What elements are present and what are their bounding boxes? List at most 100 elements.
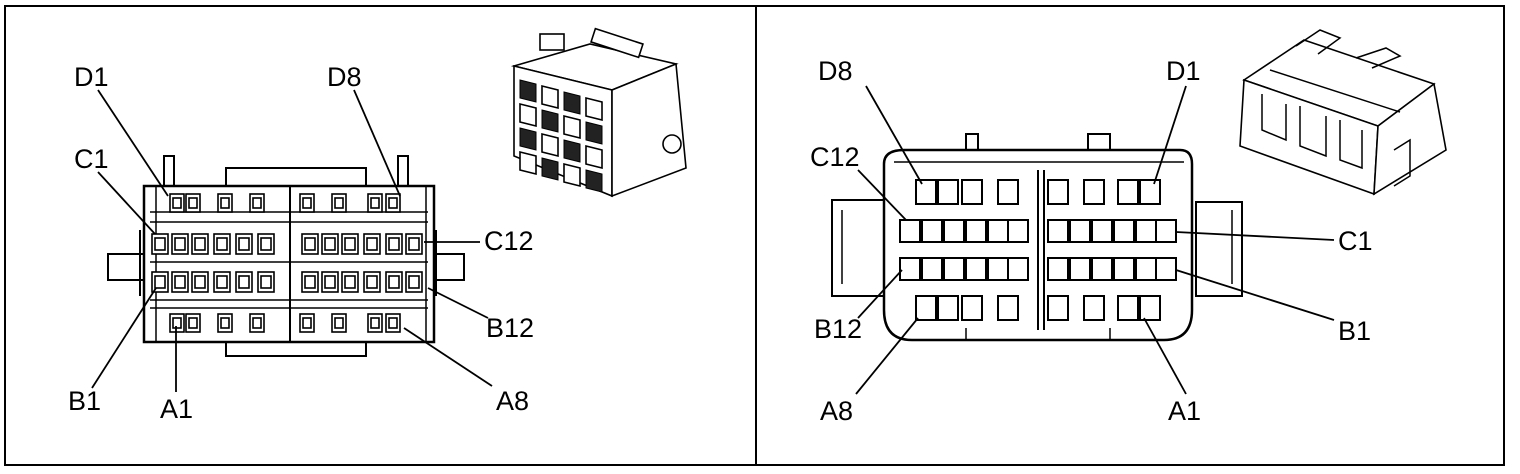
cavity	[915, 179, 937, 205]
cavity-inner	[370, 197, 380, 209]
label-d1: D1	[1166, 56, 1201, 86]
cavity-inner	[154, 275, 166, 289]
cavity-inner	[260, 237, 272, 251]
cavity	[1155, 257, 1177, 281]
cavity-inner	[174, 237, 186, 251]
cavity-inner	[302, 197, 312, 209]
label-a1: A1	[1168, 396, 1201, 426]
cavity-inner	[174, 275, 186, 289]
cavity-inner	[388, 275, 400, 289]
cavity-inner	[154, 237, 166, 251]
right-connector-face	[831, 133, 1243, 342]
label-d8: D8	[327, 62, 362, 92]
cavity	[943, 257, 965, 281]
cavity	[1083, 179, 1105, 205]
cavity-inner	[216, 237, 228, 251]
cavity-inner	[334, 197, 344, 209]
cavity-inner	[194, 237, 206, 251]
cavity-inner	[344, 237, 356, 251]
cavity	[965, 219, 987, 243]
cavity	[961, 179, 983, 205]
label-c12: C12	[484, 226, 534, 256]
cavity-inner	[408, 237, 420, 251]
leader-d8	[865, 85, 923, 185]
leader-b12	[427, 287, 489, 319]
cavity	[987, 219, 1009, 243]
cavity	[1091, 257, 1113, 281]
cavity	[1113, 219, 1135, 243]
iso-cavity	[519, 150, 537, 176]
label-b1: B1	[1338, 316, 1371, 346]
cavity	[1139, 179, 1161, 205]
top-latch	[225, 167, 367, 187]
cavity-inner	[238, 275, 250, 289]
cavity-inner	[252, 197, 262, 209]
cavity-inner	[188, 317, 198, 329]
cavity	[1135, 219, 1157, 243]
cavity-inner	[366, 275, 378, 289]
label-b12: B12	[814, 314, 862, 344]
leader-d8	[353, 89, 401, 197]
cavity	[915, 295, 937, 321]
cavity	[921, 219, 943, 243]
cavity	[1047, 179, 1069, 205]
cavity	[943, 219, 965, 243]
cavity-inner	[216, 275, 228, 289]
label-b12: B12	[486, 313, 534, 343]
label-a8: A8	[820, 396, 853, 426]
cavity	[965, 257, 987, 281]
cavity	[1007, 219, 1029, 243]
cavity-inner	[302, 317, 312, 329]
right-face-right-latch	[1195, 201, 1243, 297]
iso-cavity	[541, 157, 559, 181]
leader-a1	[1143, 317, 1187, 395]
cavity	[937, 295, 959, 321]
cavity-inner	[366, 237, 378, 251]
cavity-inner	[388, 237, 400, 251]
iso-cavity	[519, 102, 537, 128]
right-cavities	[899, 179, 1177, 321]
cavity-inner	[172, 197, 182, 209]
leader-c1	[97, 171, 156, 235]
iso-cavity	[563, 91, 581, 115]
iso-cavity	[519, 127, 537, 151]
leader-d1	[1153, 85, 1187, 185]
cavity	[899, 219, 921, 243]
cavity-inner	[194, 275, 206, 289]
label-c1: C1	[1338, 226, 1373, 256]
right-isometric-connector	[1239, 29, 1447, 196]
cavity	[1069, 219, 1091, 243]
iso-cavity	[585, 144, 603, 170]
cavity-inner	[304, 275, 316, 289]
right-face-left-latch	[831, 199, 885, 297]
cavity	[1069, 257, 1091, 281]
leader-b1	[1175, 269, 1335, 321]
leader-d1	[97, 89, 169, 197]
cavity-inner	[388, 317, 398, 329]
cavity-inner	[334, 317, 344, 329]
label-d8: D8	[818, 56, 853, 86]
cavity-inner	[370, 317, 380, 329]
cavity	[1047, 219, 1069, 243]
iso-cavity	[541, 84, 559, 110]
cavity	[997, 179, 1019, 205]
cavity	[1113, 257, 1135, 281]
cavity-inner	[220, 197, 230, 209]
cavity-inner	[304, 237, 316, 251]
label-a8: A8	[496, 386, 529, 416]
iso-cavity	[541, 132, 559, 158]
cavity-inner	[388, 197, 398, 209]
cavity-inner	[324, 275, 336, 289]
left-cavities	[151, 193, 423, 333]
cavity-inner	[344, 275, 356, 289]
iso-cavity	[563, 139, 581, 163]
label-a1: A1	[160, 394, 193, 424]
cavity	[987, 257, 1009, 281]
leader-b1	[91, 287, 157, 389]
label-c12: C12	[810, 142, 860, 172]
cavity	[1007, 257, 1029, 281]
iso-cavity	[585, 169, 603, 193]
cavity	[899, 257, 921, 281]
leader-c1	[1175, 231, 1335, 241]
cavity	[1139, 295, 1161, 321]
